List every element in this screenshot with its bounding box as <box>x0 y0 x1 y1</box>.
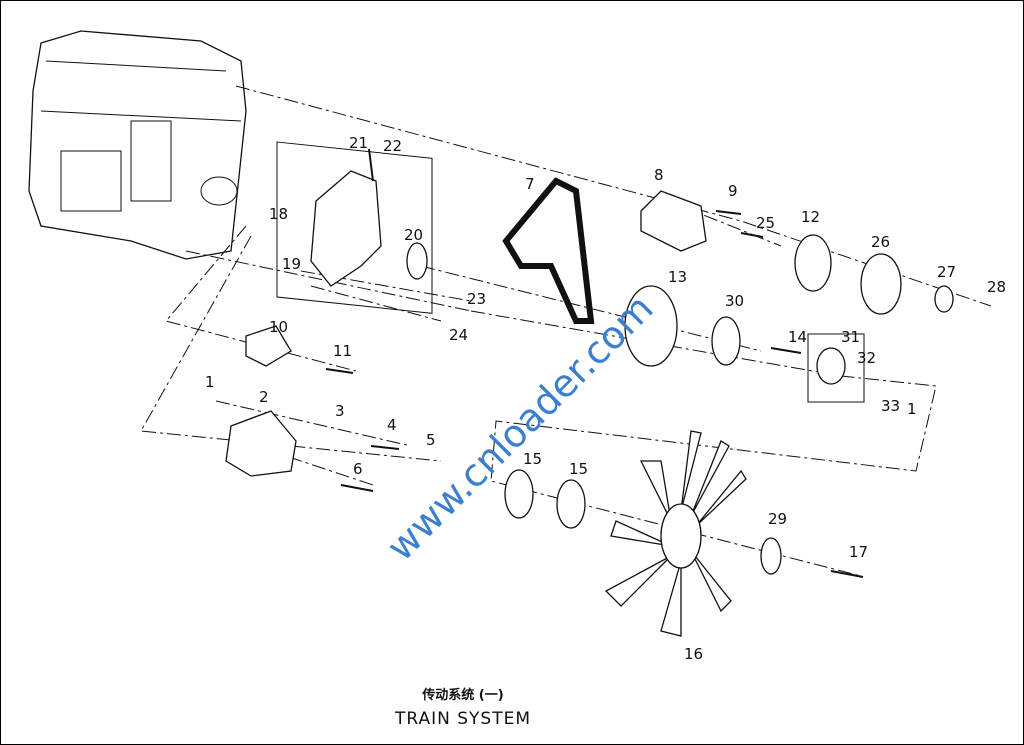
bolts <box>325 148 864 578</box>
callout-19: 19 <box>282 255 301 273</box>
alternator <box>225 410 297 477</box>
callout-16: 16 <box>684 645 703 663</box>
callout-14: 14 <box>788 328 807 346</box>
callout-15: 15 <box>569 460 588 478</box>
fan <box>604 430 747 637</box>
callout-12: 12 <box>801 208 820 226</box>
callout-1: 1 <box>907 400 917 418</box>
callout-32: 32 <box>857 349 876 367</box>
callout-25: 25 <box>756 214 775 232</box>
ring-29 <box>760 537 782 575</box>
engine-block <box>28 30 247 260</box>
callout-28: 28 <box>987 278 1006 296</box>
pulley-12 <box>794 234 832 292</box>
spacer-15a <box>504 469 534 519</box>
callout-5: 5 <box>426 431 436 449</box>
callout-6: 6 <box>353 460 363 478</box>
callout-18: 18 <box>269 205 288 223</box>
callout-31: 31 <box>841 328 860 346</box>
callout-10: 10 <box>269 318 288 336</box>
callout-22: 22 <box>383 137 402 155</box>
front-bracket <box>310 170 382 287</box>
bracket-8 <box>640 190 707 252</box>
pulley-26 <box>860 253 902 315</box>
callout-23: 23 <box>467 290 486 308</box>
callout-20: 20 <box>404 226 423 244</box>
callout-27: 27 <box>937 263 956 281</box>
callout-9: 9 <box>728 182 738 200</box>
bracket-group-box <box>276 141 433 314</box>
washer-27 <box>934 285 954 313</box>
callout-26: 26 <box>871 233 890 251</box>
title-english: TRAIN SYSTEM <box>394 709 532 729</box>
spacer-15b <box>556 479 586 529</box>
callout-4: 4 <box>387 416 397 434</box>
callout-21: 21 <box>349 134 368 152</box>
callout-7: 7 <box>525 175 535 193</box>
callout-15: 15 <box>523 450 542 468</box>
crank-pulley-13 <box>624 285 678 367</box>
title-chinese: 传动系统 (一) <box>422 688 504 703</box>
tensioner-31 <box>816 347 846 385</box>
callout-2: 2 <box>259 388 269 406</box>
hub-30 <box>711 316 741 366</box>
drive-belt <box>502 177 595 324</box>
callout-13: 13 <box>668 268 687 286</box>
callout-1: 1 <box>205 373 215 391</box>
callout-30: 30 <box>725 292 744 310</box>
tensioner-group-box <box>807 333 865 403</box>
callout-3: 3 <box>335 402 345 420</box>
callout-29: 29 <box>768 510 787 528</box>
callout-8: 8 <box>654 166 664 184</box>
callout-24: 24 <box>449 326 468 344</box>
callout-33: 33 <box>881 397 900 415</box>
tensioner-10 <box>245 325 292 367</box>
callout-17: 17 <box>849 543 868 561</box>
seal-20 <box>406 242 428 280</box>
callout-11: 11 <box>333 342 352 360</box>
